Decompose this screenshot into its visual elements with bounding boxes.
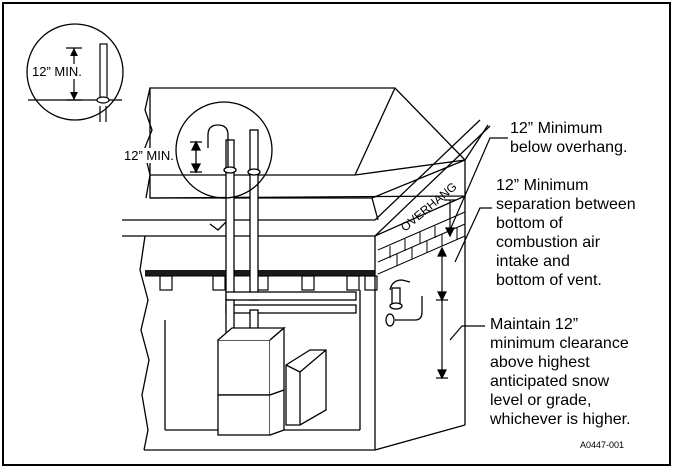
inset-min-label: 12” MIN.: [32, 64, 82, 79]
callout-leaders: [436, 137, 508, 380]
vent-pipes: [207, 124, 357, 341]
furnace: [217, 326, 286, 436]
note-snow-clearance: Maintain 12” minimum clearance above hig…: [490, 316, 631, 428]
roof-detail-circle: [175, 101, 273, 199]
note-overhang: 12” Minimum below overhang.: [510, 120, 628, 156]
ceiling-joists: [145, 270, 378, 291]
air-handler: [285, 349, 327, 426]
roof-min-label: 12” MIN.: [124, 148, 174, 163]
figure-code: A0447-001: [580, 440, 625, 450]
note-separation: 12” Minimum separation between bottom of…: [496, 177, 636, 289]
wall-terminations: [385, 279, 423, 327]
overhang-fascia: [371, 119, 491, 237]
